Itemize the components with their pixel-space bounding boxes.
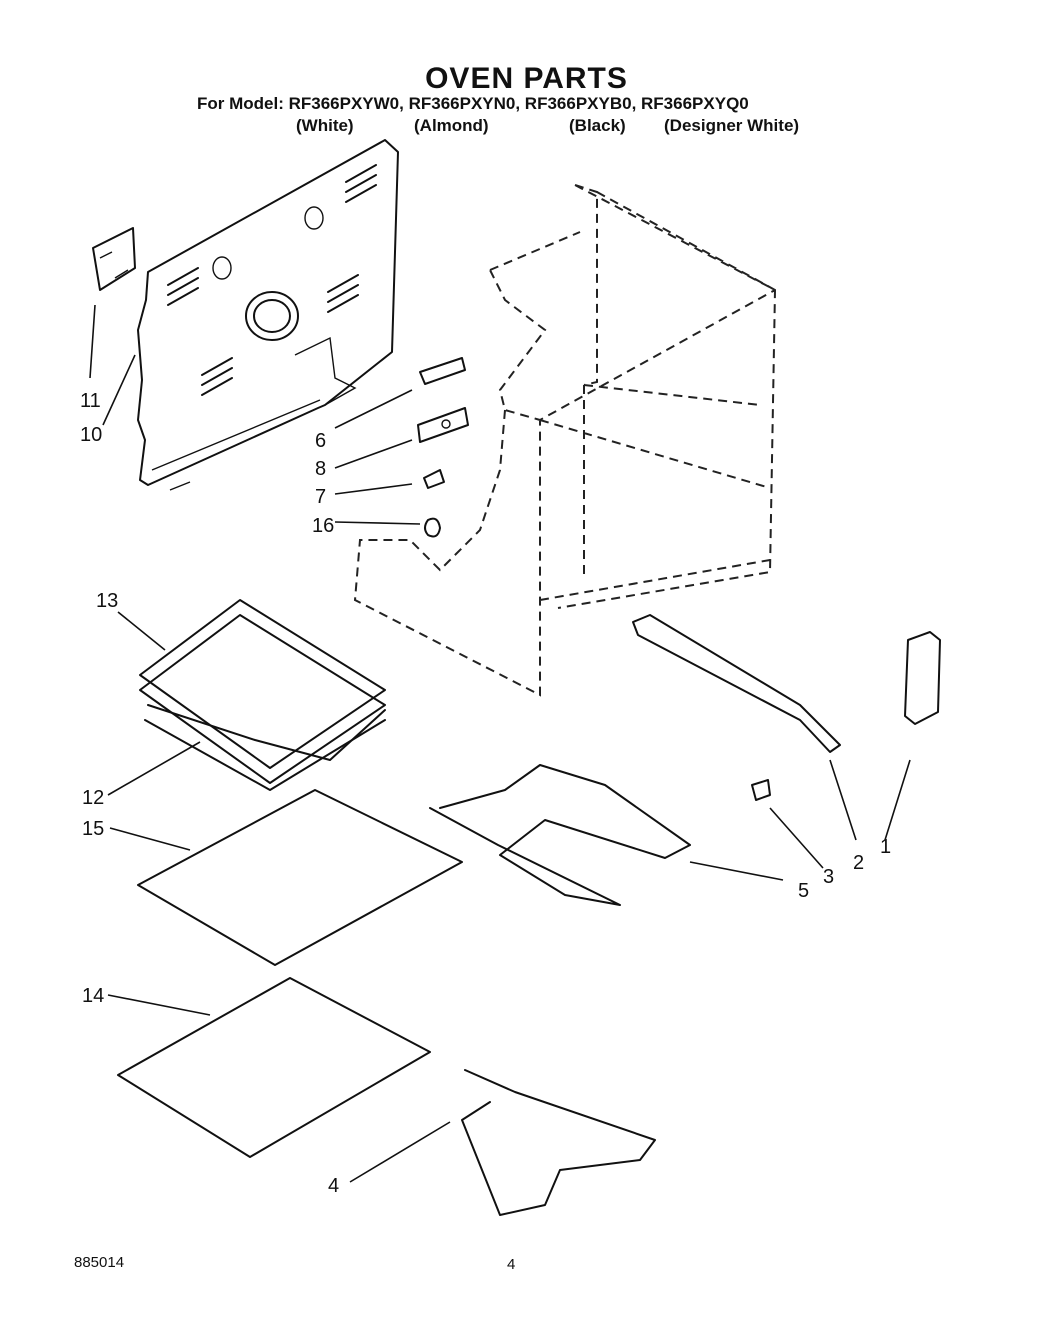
insulation-clip (92, 227, 136, 291)
callout-4: 4 (328, 1175, 340, 1197)
callout-11: 11 (80, 390, 101, 412)
color-almond: (Almond) (414, 116, 489, 135)
page-number: 4 (507, 1256, 516, 1273)
heating-elements (429, 764, 691, 1216)
callout-15: 15 (82, 818, 105, 840)
small-parts (417, 357, 469, 538)
callout-10: 10 (80, 424, 103, 446)
model-line: For Model: RF366PXYW0, RF366PXYN0, RF366… (197, 94, 749, 113)
callout-14: 14 (82, 985, 105, 1007)
callout-5: 5 (798, 880, 810, 902)
broiler-pan (139, 599, 386, 791)
callout-12: 12 (82, 787, 105, 809)
oven-racks (117, 789, 463, 1158)
callout-6: 6 (315, 430, 327, 452)
callout-13: 13 (96, 590, 119, 612)
callout-3: 3 (823, 866, 835, 888)
doc-number: 885014 (74, 1254, 125, 1271)
oven-cavity-outline (353, 184, 777, 697)
callout-8: 8 (315, 458, 327, 480)
callout-2: 2 (853, 852, 865, 874)
color-black: (Black) (569, 116, 626, 135)
color-designer-white: (Designer White) (664, 116, 800, 135)
leader-arrows (89, 304, 911, 1183)
callout-7: 7 (315, 486, 327, 508)
color-white: (White) (296, 116, 354, 135)
rear-panel (137, 139, 399, 491)
callout-1: 1 (880, 836, 892, 858)
side-trim (632, 614, 941, 801)
callout-16: 16 (312, 515, 335, 537)
page-title: OVEN PARTS (425, 62, 628, 95)
